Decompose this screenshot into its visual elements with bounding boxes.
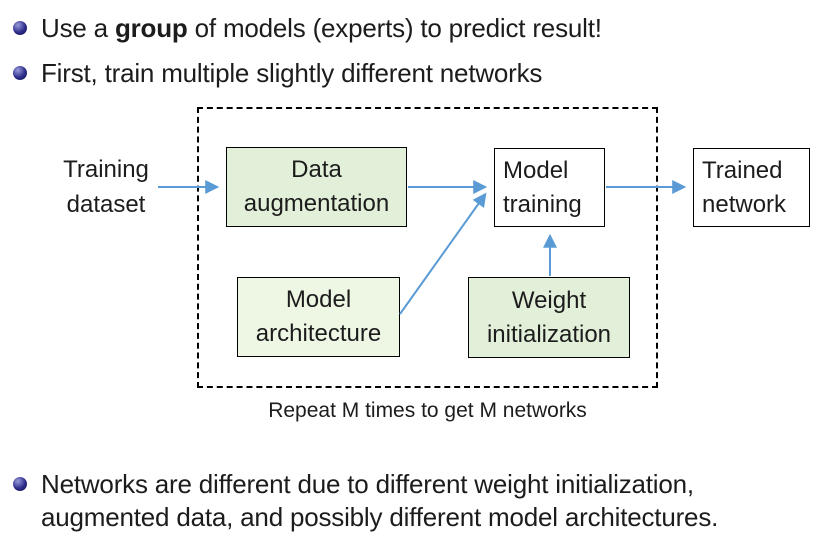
- model-architecture-line1: Model: [285, 286, 352, 313]
- training-dataset-label-line1: Training: [63, 156, 149, 183]
- trained-network-box: Trained network: [693, 148, 810, 227]
- bullet-1-bold: group: [114, 13, 188, 43]
- repeat-loop-dashed-frame: [197, 107, 658, 388]
- bullet-3-line2: augmented data, and possibly different m…: [41, 502, 719, 532]
- bullet-1-prefix: Use a: [41, 13, 115, 43]
- training-dataset-label: Training dataset: [50, 152, 162, 222]
- data-augmentation-box: Data augmentation: [226, 147, 407, 227]
- data-augmentation-line1: Data: [291, 156, 342, 183]
- bullet-3-line1: Networks are different due to different …: [41, 469, 694, 499]
- model-training-line1: Model: [503, 156, 569, 184]
- model-architecture-box: Model architecture: [237, 277, 400, 357]
- data-augmentation-line2: augmentation: [243, 190, 390, 217]
- bullet-marker-icon: [13, 66, 27, 80]
- weight-initialization-line2: initialization: [486, 320, 612, 348]
- bullet-1-suffix: of models (experts) to predict result!: [187, 13, 602, 43]
- model-training-box: Model training: [494, 148, 605, 227]
- weight-initialization-box: Weight initialization: [468, 277, 630, 358]
- bullet-item-2: First, train multiple slightly different…: [13, 57, 542, 90]
- model-training-line2: training: [503, 190, 582, 218]
- bullet-2-text: First, train multiple slightly different…: [41, 58, 543, 88]
- weight-initialization-line1: Weight: [511, 286, 587, 314]
- bullet-marker-icon: [13, 21, 27, 35]
- repeat-caption: Repeat M times to get M networks: [268, 399, 587, 422]
- training-dataset-label-line2: dataset: [66, 191, 146, 218]
- trained-network-line1: Trained: [702, 156, 783, 184]
- bullet-marker-icon: [13, 477, 27, 491]
- bullet-3-text: Networks are different due to different …: [41, 468, 718, 534]
- bullet-item-1: Use a group of models (experts) to predi…: [13, 12, 602, 45]
- bullet-item-3: Networks are different due to different …: [13, 468, 718, 534]
- trained-network-line2: network: [702, 190, 787, 218]
- bullet-1-text: Use a group of models (experts) to predi…: [41, 12, 602, 45]
- model-architecture-line2: architecture: [255, 320, 382, 347]
